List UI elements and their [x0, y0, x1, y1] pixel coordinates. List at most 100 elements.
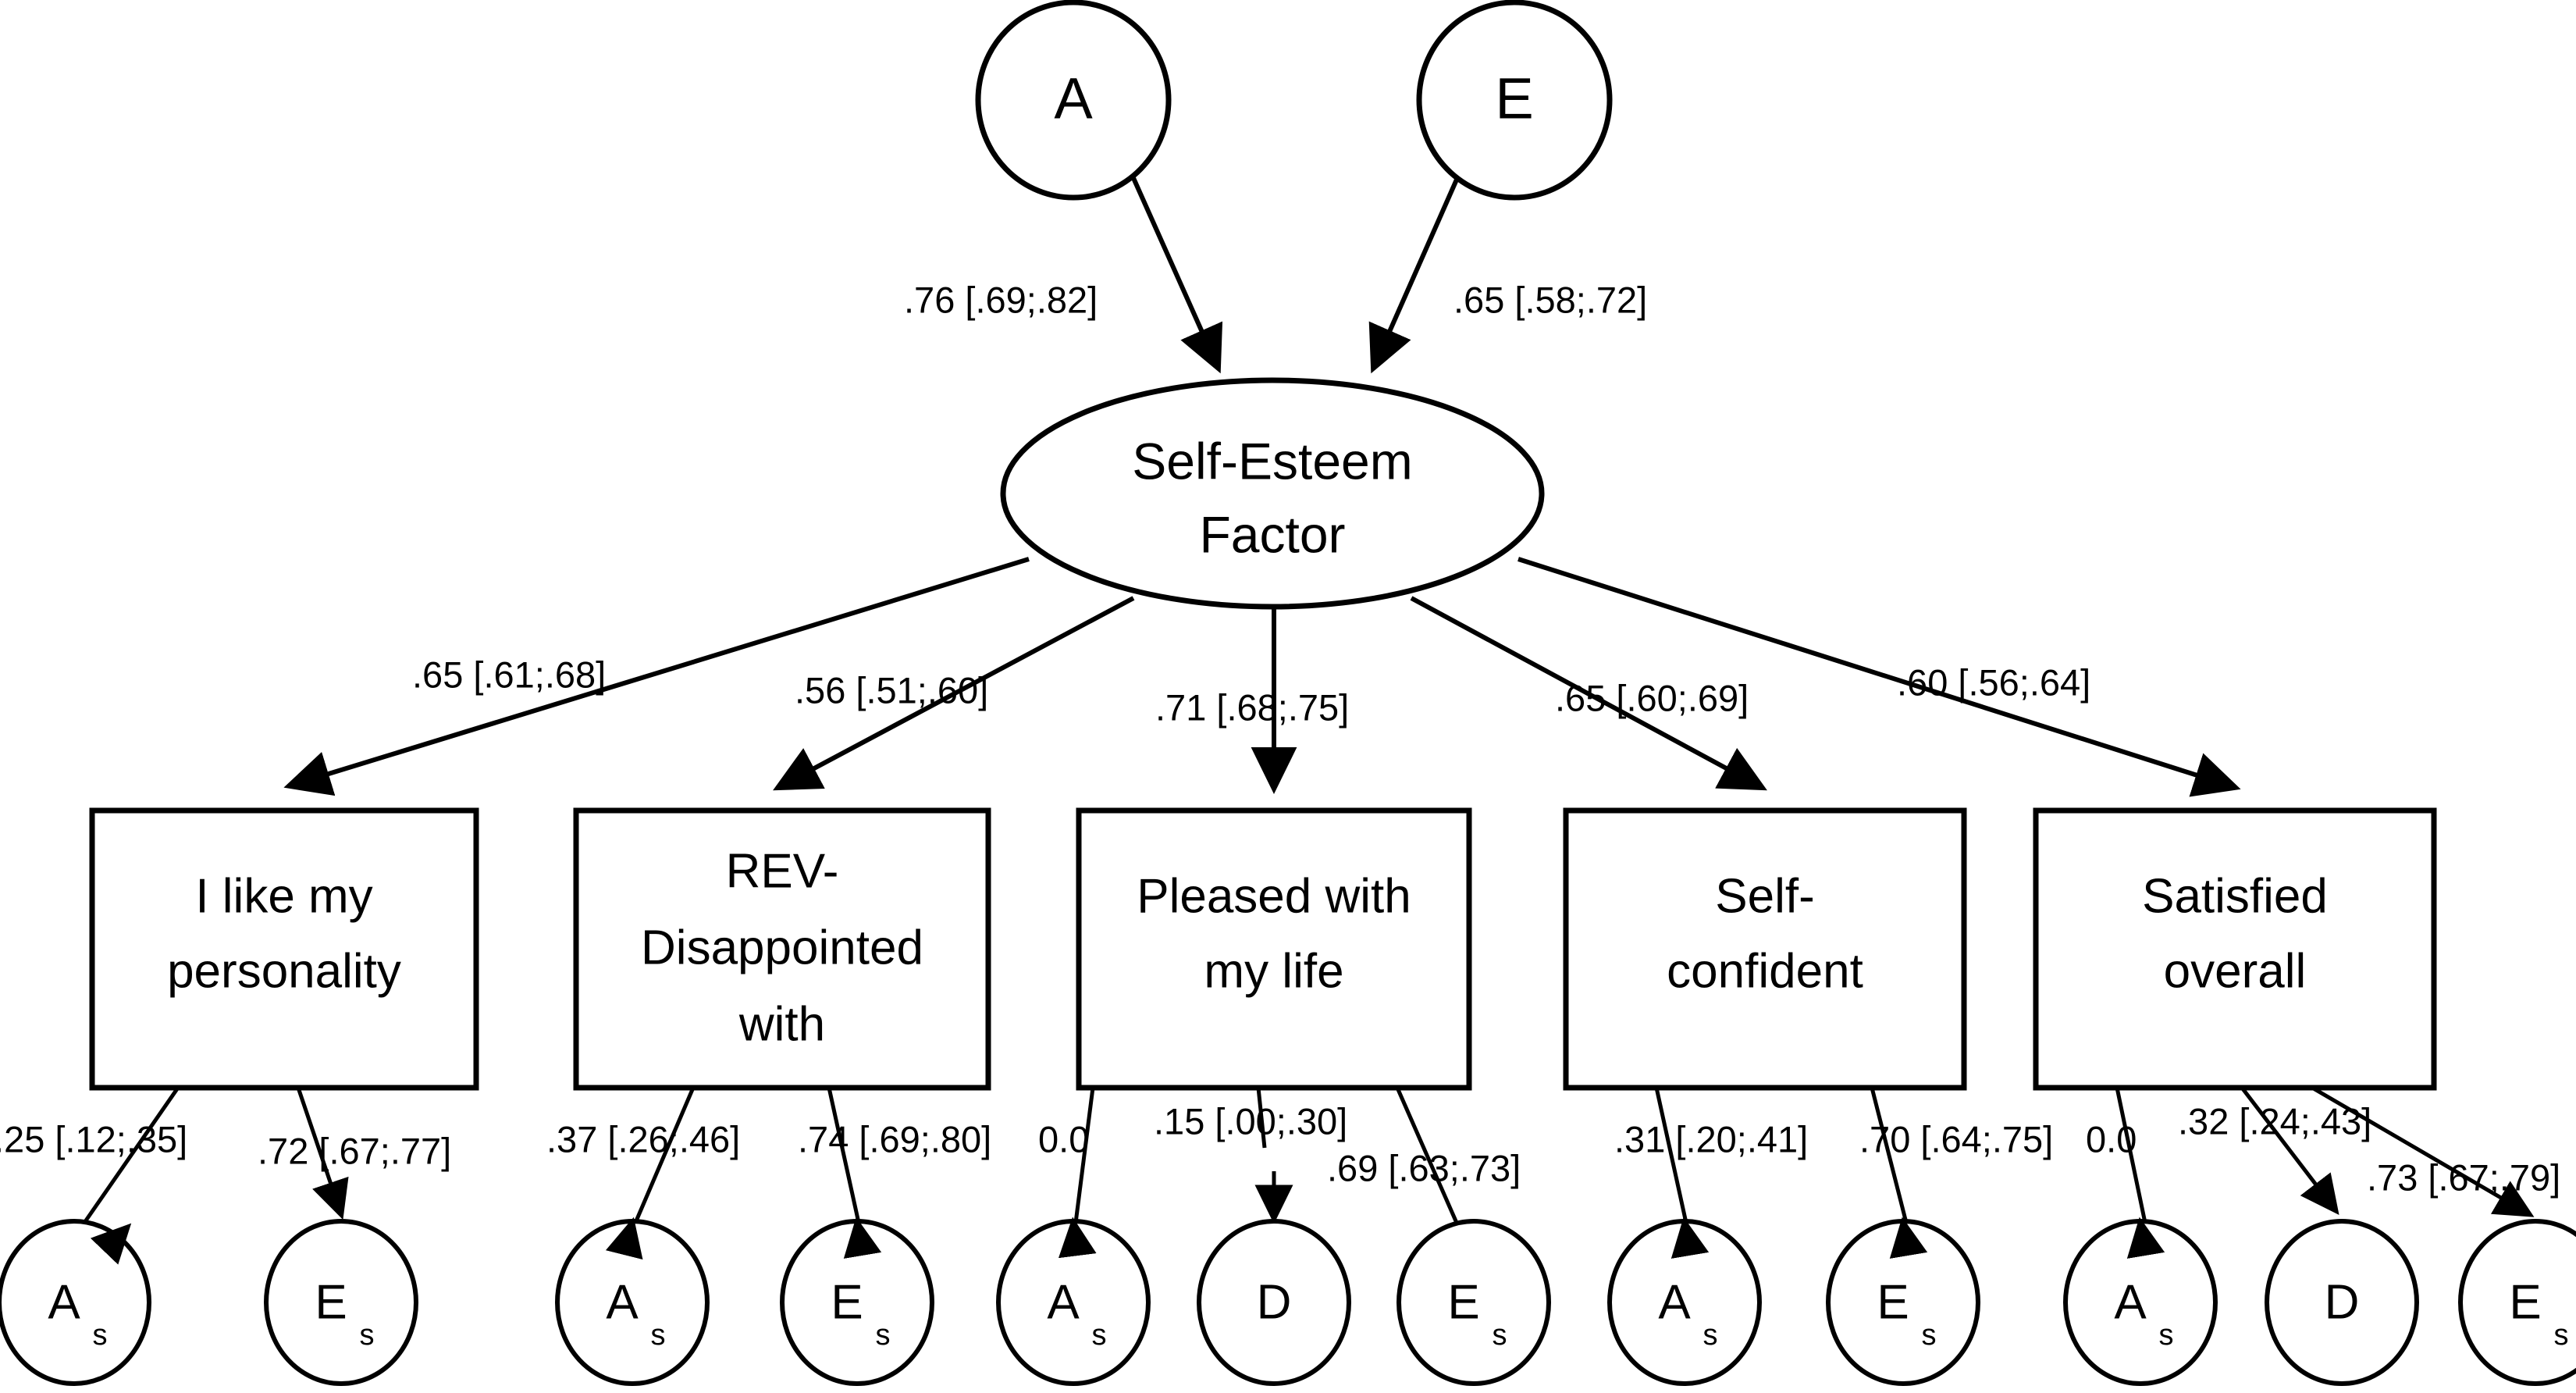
indicator-box-1-line2: personality	[167, 944, 401, 998]
residual-path-10	[2115, 1087, 2147, 1224]
residual-circle-10-subscript: s	[2159, 1319, 2174, 1352]
residual-circle-8-subscript: s	[1703, 1319, 1718, 1352]
residual-circle-1-label: A	[48, 1275, 80, 1329]
residual-circle-6-label: D	[1257, 1275, 1292, 1329]
indicator-box-1-shape	[89, 807, 479, 1091]
residual-circle-12-label: E	[2509, 1275, 2541, 1329]
residual-circle-12-subscript: s	[2554, 1319, 2569, 1352]
residual-circle-5-subscript: s	[1092, 1319, 1107, 1352]
residual-path-3	[633, 1087, 696, 1224]
residual-circle-7: E s	[1397, 1219, 1551, 1386]
residual-coef-9: .70 [.64;.75]	[1859, 1118, 2053, 1160]
indicator-box-5: Satisfied overall	[2033, 807, 2437, 1091]
loading-coef-4: .65 [.60;.69]	[1555, 677, 1749, 718]
residual-path-7	[1395, 1086, 1459, 1224]
residual-circle-10-stub-arrow	[2126, 1217, 2165, 1259]
circle-e-shape	[1416, 0, 1613, 201]
residual-circle-4: E s	[780, 1217, 934, 1386]
residual-circle-2: E s	[264, 1219, 418, 1386]
indicator-box-5-shape	[2033, 807, 2437, 1091]
indicator-box-2-line2: Disappointed	[641, 921, 923, 974]
residual-coef-6: .15 [.00;.30]	[1154, 1100, 1347, 1142]
loading-coef-2: .56 [.51;.60]	[795, 669, 988, 711]
residual-circle-12: E s	[2458, 1219, 2576, 1386]
loading-path-2	[773, 596, 1135, 791]
residual-circle-10: A s	[2063, 1217, 2218, 1386]
residual-circle-9-label: E	[1877, 1275, 1909, 1329]
indicator-box-2-line3: with	[738, 997, 825, 1051]
factor-label-line2: Factor	[1199, 505, 1345, 563]
loading-path-5	[1517, 557, 2241, 797]
coef-e-to-factor: .65 [.58;.72]	[1453, 279, 1647, 320]
indicator-box-2-shape	[573, 807, 991, 1091]
indicator-box-4-line1: Self-	[1715, 869, 1814, 923]
residual-coef-3: .37 [.26;.46]	[546, 1118, 740, 1160]
residual-circle-11-label: D	[2325, 1275, 2360, 1329]
residual-circle-1-subscript: s	[93, 1319, 108, 1352]
residual-circle-9: E s	[1826, 1217, 1980, 1386]
latent-factor-node: Self-Esteem Factor	[1000, 377, 1545, 610]
residual-circle-1: A s	[0, 1219, 151, 1386]
residual-circle-4-label: E	[831, 1275, 863, 1329]
residual-coef-1: .25 [.12;.35]	[0, 1118, 187, 1160]
residual-path-12	[2311, 1085, 2535, 1217]
loading-coef-1: .65 [.61;.68]	[412, 654, 606, 695]
residual-path-4	[827, 1087, 861, 1224]
loading-path-1	[283, 557, 1030, 796]
coef-a-to-factor: .76 [.69;.82]	[904, 279, 1098, 320]
residual-circle-4-subscript: s	[876, 1319, 891, 1352]
residual-circle-3-stub-arrow	[605, 1217, 643, 1260]
indicator-box-3: Pleased with my life	[1076, 807, 1472, 1091]
indicator-box-5-line1: Satisfied	[2142, 869, 2328, 923]
residual-coef-4: .74 [.69;.80]	[798, 1118, 991, 1160]
indicator-box-2: REV- Disappointed with	[573, 807, 991, 1091]
residual-circle-4-stub-arrow	[843, 1217, 882, 1259]
residual-circle-7-shape	[1397, 1219, 1551, 1386]
path-a-to-factor	[1131, 176, 1223, 374]
residual-coef-2: .72 [.67;.77]	[258, 1130, 451, 1171]
residual-circle-11: D	[2265, 1219, 2419, 1386]
residual-path-9	[1870, 1087, 1909, 1224]
indicator-box-5-line2: overall	[2164, 944, 2307, 998]
factor-label-line1: Self-Esteem	[1132, 432, 1412, 490]
residual-circle-8-label: A	[1658, 1275, 1691, 1329]
indicator-box-4: Self- confident	[1563, 807, 1967, 1091]
residual-path-11	[2240, 1086, 2339, 1215]
residual-circle-9-subscript: s	[1922, 1319, 1937, 1352]
loading-coef-5: .60 [.56;.64]	[1897, 661, 2090, 703]
circle-a-shape	[975, 0, 1172, 201]
residual-coef-10: 0.0	[2086, 1118, 2137, 1160]
indicator-box-1-line1: I like my	[195, 869, 372, 923]
loading-coef-3: .71 [.68;.75]	[1155, 686, 1349, 728]
residual-circle-2-subscript: s	[360, 1319, 375, 1352]
residual-circle-3: A s	[555, 1217, 710, 1386]
factor-ellipse-shape	[1000, 377, 1545, 610]
indicator-box-2-line1: REV-	[726, 844, 839, 898]
residual-circle-5-label: A	[1047, 1275, 1080, 1329]
residual-circle-5-stub-arrow	[1058, 1217, 1097, 1259]
residual-circle-5: A s	[996, 1217, 1151, 1386]
indicator-box-3-line2: my life	[1204, 944, 1343, 998]
residual-circle-12-shape	[2458, 1219, 2576, 1386]
residual-circle-7-subscript: s	[1493, 1319, 1507, 1352]
residual-circle-8-stub-arrow	[1670, 1217, 1710, 1259]
indicator-box-4-line2: confident	[1667, 944, 1863, 998]
residual-path-2	[296, 1087, 349, 1220]
indicator-box-3-shape	[1076, 807, 1472, 1091]
residual-circle-2-label: E	[315, 1275, 347, 1329]
residual-coef-8: .31 [.20;.41]	[1614, 1118, 1808, 1160]
residual-circle-6: D	[1197, 1219, 1351, 1386]
residual-circle-1-stub-arrow	[90, 1223, 132, 1265]
residual-circle-6-shape	[1197, 1219, 1351, 1386]
indicator-box-1: I like my personality	[89, 807, 479, 1091]
path-e-to-factor	[1368, 178, 1459, 374]
residual-circle-10-label: A	[2114, 1275, 2147, 1329]
residual-circle-3-subscript: s	[651, 1319, 666, 1352]
indicator-box-4-shape	[1563, 807, 1967, 1091]
circle-a-label: A	[1054, 66, 1093, 131]
top-source-a: A	[975, 0, 1172, 201]
residual-coef-11: .32 [.24;.43]	[2178, 1100, 2371, 1142]
indicator-box-3-line1: Pleased with	[1137, 869, 1411, 923]
